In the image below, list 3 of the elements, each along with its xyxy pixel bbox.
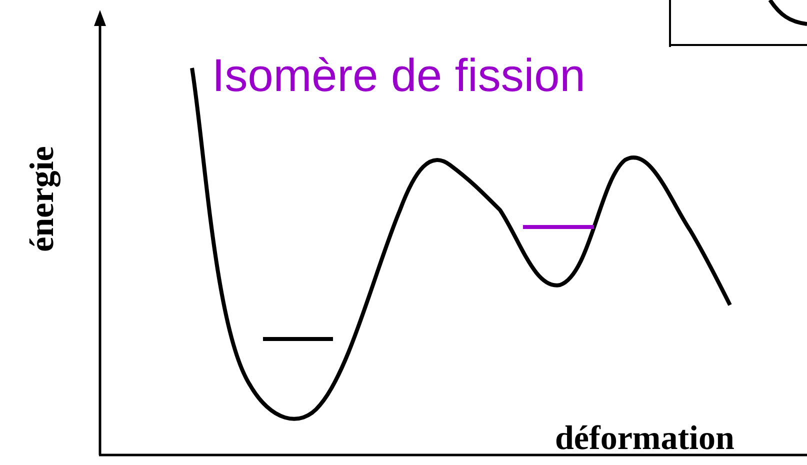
axis-title: énergie — [24, 146, 62, 252]
axis-title: déformation — [555, 420, 734, 458]
annotation-text: Isomère de fission — [212, 48, 586, 102]
